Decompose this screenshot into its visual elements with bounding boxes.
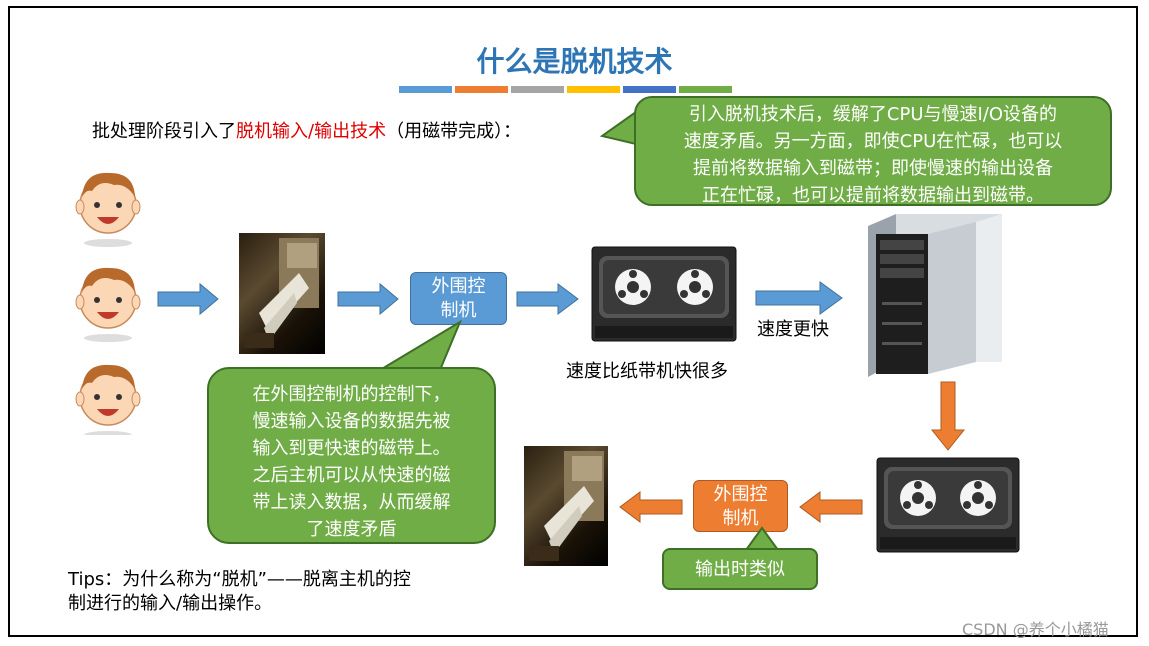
users-group — [75, 172, 141, 435]
callout-left-line: 在外围控制机的控制下， — [252, 384, 451, 405]
paper-tape-reader-icon — [524, 446, 608, 566]
callout-top-line: 速度矛盾。另一方面，即使CPU在忙碌，也可以 — [683, 131, 1063, 152]
callout-left-line: 了速度矛盾 — [306, 519, 397, 540]
peripheral-controller-output: 外围控 制机 — [693, 480, 788, 532]
tape-drive-icon — [591, 246, 737, 342]
intro-prefix: 批处理阶段引入了 — [92, 121, 236, 142]
callout-left-line: 慢速输入设备的数据先被 — [252, 411, 451, 432]
callout-left: 在外围控制机的控制下， 慢速输入设备的数据先被 输入到更快速的磁带上。 之后主机… — [207, 367, 496, 544]
stripe-blue — [399, 86, 452, 93]
controller-label-line: 外围控 — [431, 276, 486, 297]
callout-output: 输出时类似 — [662, 548, 818, 590]
callout-left-line: 带上读入数据，从而缓解 — [252, 492, 451, 513]
intro-highlight: 脱机输入/输出技术 — [236, 121, 387, 142]
face-icon — [75, 364, 141, 435]
computer-tower-icon — [868, 214, 1002, 377]
callout-top-line: 正在忙碌，也可以提前将数据输出到磁带。 — [702, 185, 1044, 206]
title-underline-stripes — [399, 86, 732, 93]
slide-frame — [8, 6, 1138, 637]
stripe-gray — [511, 86, 564, 93]
face-icon — [75, 267, 141, 343]
stripe-green — [679, 86, 732, 93]
tips-text: Tips：为什么称为“脱机”——脱离主机的控 制进行的输入/输出操作。 — [68, 568, 498, 616]
tips-line: 制进行的输入/输出操作。 — [68, 593, 273, 614]
intro-suffix: （用磁带完成）： — [386, 121, 522, 142]
paper-tape-reader-icon — [239, 233, 325, 354]
controller-label-line: 制机 — [440, 300, 477, 321]
stripe-darkblue — [623, 86, 676, 93]
face-icon — [75, 172, 141, 248]
controller-label-line: 外围控 — [713, 484, 768, 505]
callout-top-line: 提前将数据输入到磁带；即使慢速的输出设备 — [693, 158, 1053, 179]
slide-title: 什么是脱机技术 — [476, 45, 673, 78]
watermark: CSDN @养个小橘猫 — [962, 620, 1109, 639]
stripe-yellow — [567, 86, 620, 93]
callout-top-line: 引入脱机技术后，缓解了CPU与慢速I/O设备的 — [688, 104, 1058, 125]
peripheral-controller-input: 外围控 制机 — [410, 272, 507, 325]
faster-label: 速度更快 — [757, 319, 829, 340]
callout-left-line: 之后主机可以从快速的磁 — [252, 465, 451, 486]
tips-line: Tips：为什么称为“脱机”——脱离主机的控 — [68, 569, 411, 590]
controller-label-line: 制机 — [722, 508, 759, 529]
stripe-orange — [455, 86, 508, 93]
intro-text: 批处理阶段引入了脱机输入/输出技术（用磁带完成）： — [92, 117, 521, 143]
tape-drive-icon — [876, 457, 1020, 553]
callout-top: 引入脱机技术后，缓解了CPU与慢速I/O设备的 速度矛盾。另一方面，即使CPU在… — [634, 96, 1112, 206]
tape-speed-label: 速度比纸带机快很多 — [566, 361, 728, 382]
callout-left-line: 输入到更快速的磁带上。 — [252, 438, 451, 459]
